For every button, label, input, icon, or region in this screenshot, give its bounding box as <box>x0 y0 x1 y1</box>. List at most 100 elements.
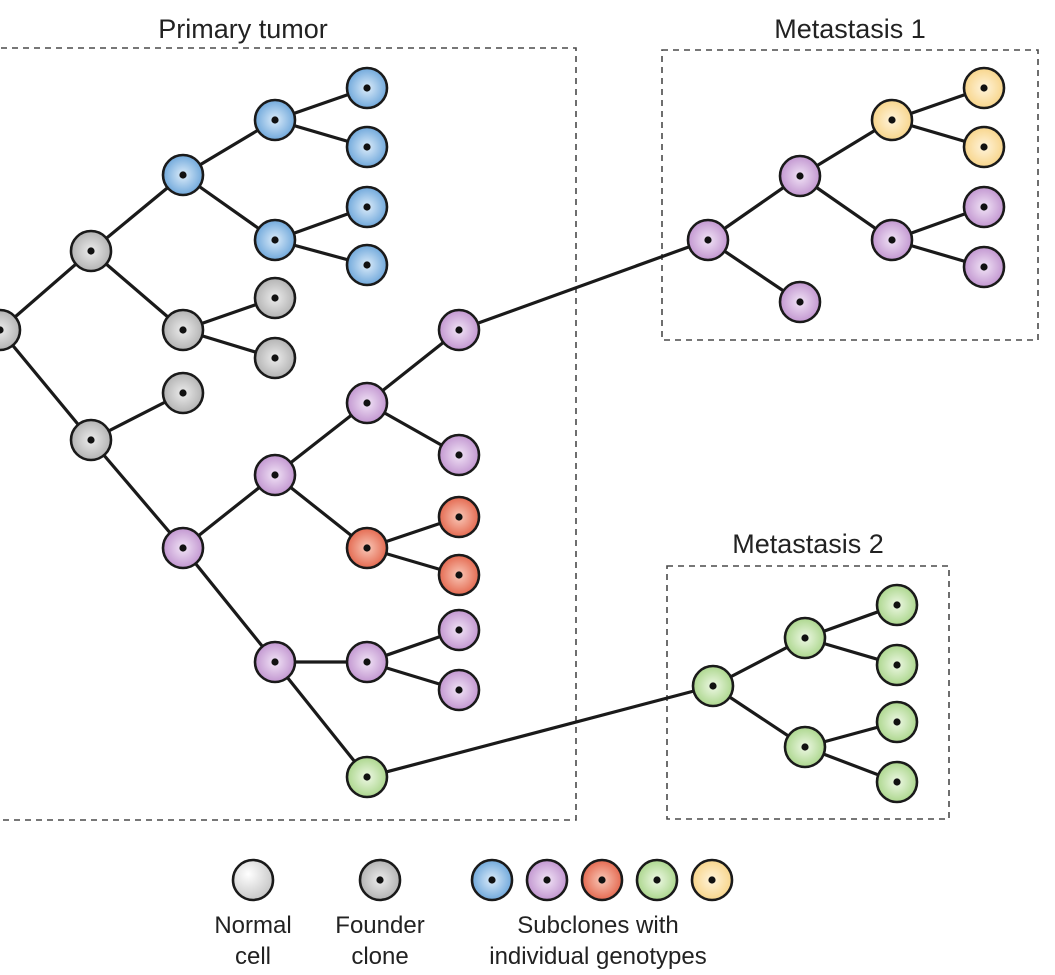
blue-subclone <box>345 243 389 287</box>
purple-subclone <box>686 218 730 262</box>
metastasis-1-box <box>661 49 1039 341</box>
cell-membrane <box>231 858 275 902</box>
cell-nucleus <box>271 354 279 362</box>
cell-nucleus <box>796 172 804 180</box>
green-subclone <box>875 583 919 627</box>
cell-nucleus <box>455 626 463 634</box>
purple-subclone <box>870 218 914 262</box>
cell-nucleus <box>455 326 463 334</box>
purple-subclone <box>437 668 481 712</box>
lineage-edge <box>181 546 277 664</box>
red-subclone <box>437 553 481 597</box>
legend-swatches <box>231 858 734 902</box>
cell-nucleus <box>363 544 371 552</box>
cell-nucleus <box>455 451 463 459</box>
cell-nucleus <box>271 471 279 479</box>
purple-subclone-legend <box>525 858 569 902</box>
cell-nucleus <box>543 876 551 884</box>
lineage-edge <box>89 438 185 550</box>
legend-subclones-line1: Subclones with <box>517 912 678 939</box>
yellow-subclone <box>962 66 1006 110</box>
metastasis-1-title: Metastasis 1 <box>774 14 926 44</box>
legend-founder-line2: clone <box>351 943 408 970</box>
cell-nucleus <box>893 661 901 669</box>
red-subclone <box>345 526 389 570</box>
green-subclone <box>345 755 389 799</box>
yellow-subclone <box>870 98 914 142</box>
legend-founder-line1: Founder <box>335 912 424 939</box>
cell-nucleus <box>888 236 896 244</box>
cell-nucleus <box>363 399 371 407</box>
yellow-subclone-legend <box>690 858 734 902</box>
cell-nucleus <box>653 876 661 884</box>
cell-nucleus <box>708 876 716 884</box>
metastasis-2-box <box>666 565 950 820</box>
purple-subclone <box>161 526 205 570</box>
primary-tumor-box <box>0 47 577 821</box>
cell-nucleus <box>796 298 804 306</box>
red-subclone <box>437 495 481 539</box>
purple-subclone <box>345 381 389 425</box>
founder-clone <box>161 308 205 352</box>
cell-nucleus <box>888 116 896 124</box>
cell-nucleus <box>893 718 901 726</box>
lineage-cells <box>0 66 1006 804</box>
cell-nucleus <box>179 171 187 179</box>
cell-nucleus <box>801 634 809 642</box>
cell-nucleus <box>980 143 988 151</box>
red-subclone-legend <box>580 858 624 902</box>
cell-nucleus <box>363 143 371 151</box>
cell-nucleus <box>363 261 371 269</box>
founder-clone <box>253 276 297 320</box>
lineage-edges <box>0 86 986 784</box>
cell-nucleus <box>0 326 4 334</box>
lineage-edge <box>273 660 369 779</box>
purple-subclone <box>437 608 481 652</box>
cell-nucleus <box>893 601 901 609</box>
blue-subclone <box>345 66 389 110</box>
cell-nucleus <box>455 571 463 579</box>
green-subclone <box>783 616 827 660</box>
cell-nucleus <box>709 682 717 690</box>
blue-subclone-legend <box>470 858 514 902</box>
purple-subclone <box>437 433 481 477</box>
cell-nucleus <box>488 876 496 884</box>
cell-nucleus <box>363 658 371 666</box>
primary-tumor-title: Primary tumor <box>158 14 328 44</box>
cell-nucleus <box>980 263 988 271</box>
purple-subclone <box>778 154 822 198</box>
founder-clone <box>69 229 113 273</box>
blue-subclone <box>253 98 297 142</box>
blue-subclone <box>345 125 389 169</box>
green-subclone <box>875 700 919 744</box>
cell-nucleus <box>704 236 712 244</box>
purple-subclone <box>437 308 481 352</box>
purple-subclone <box>345 640 389 684</box>
cell-nucleus <box>363 84 371 92</box>
green-subclone <box>783 725 827 769</box>
purple-subclone <box>962 245 1006 289</box>
cell-nucleus <box>376 876 384 884</box>
cell-membrane <box>0 308 22 352</box>
purple-subclone <box>962 185 1006 229</box>
cell-nucleus <box>271 294 279 302</box>
founder-clone <box>0 308 22 352</box>
legend-subclones-line2: individual genotypes <box>489 943 707 970</box>
normal-cell-legend <box>231 858 275 902</box>
cell-nucleus <box>87 247 95 255</box>
cell-nucleus <box>980 84 988 92</box>
blue-subclone <box>161 153 205 197</box>
cell-nucleus <box>363 203 371 211</box>
cell-nucleus <box>271 658 279 666</box>
cell-nucleus <box>455 513 463 521</box>
purple-subclone <box>253 453 297 497</box>
founder-clone-legend <box>358 858 402 902</box>
legend-normal-line2: cell <box>235 943 271 970</box>
cell-nucleus <box>179 544 187 552</box>
cell-nucleus <box>598 876 606 884</box>
lineage-edge <box>365 684 715 779</box>
green-subclone <box>691 664 735 708</box>
green-subclone-legend <box>635 858 679 902</box>
cell-nucleus <box>271 236 279 244</box>
